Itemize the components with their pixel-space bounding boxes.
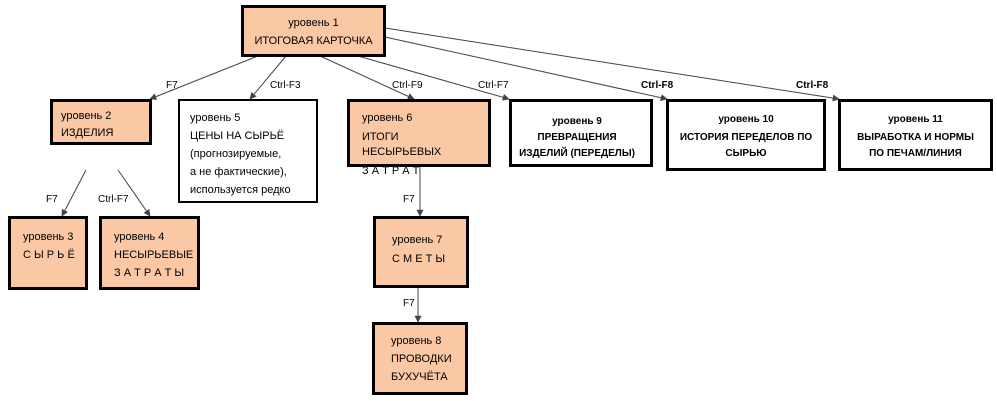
node-level-5[interactable]: уровень 5 ЦЕНЫ НА СЫРЬЁ (прогнозируемые,… xyxy=(178,99,318,203)
node-level-1[interactable]: уровень 1 ИТОГОВАЯ КАРТОЧКА xyxy=(241,5,386,57)
node-level-11-title-1: ВЫРАБОТКА И НОРМЫ xyxy=(857,132,974,143)
node-level-9-title-2: ИЗДЕЛИЙ (ПЕРЕДЕЛЫ) xyxy=(519,148,635,159)
node-level-1-label: уровень 1 xyxy=(288,17,339,29)
node-level-4[interactable]: уровень 4 НЕСЫРЬЕВЫЕ З А Т Р А Т Ы xyxy=(99,216,200,290)
node-level-10-title-2: СЫРЬЮ xyxy=(725,148,767,159)
node-level-6-label: уровень 6 xyxy=(362,112,413,124)
node-level-10[interactable]: уровень 10 ИСТОРИЯ ПЕРЕДЕЛОВ ПО СЫРЬЮ xyxy=(666,99,826,171)
key-label-level-6: Ctrl-F9 xyxy=(392,80,423,91)
node-level-4-label: уровень 4 xyxy=(114,231,165,243)
node-level-6-title-2: З А Т Р А Т xyxy=(362,165,420,177)
key-label-level-5: Ctrl-F3 xyxy=(270,80,301,91)
key-label-level-7: F7 xyxy=(403,194,415,205)
node-level-1-title: ИТОГОВАЯ КАРТОЧКА xyxy=(254,35,373,47)
node-level-6-title-1: ИТОГИ НЕСЫРЬЕВЫХ xyxy=(362,131,442,158)
node-level-7[interactable]: уровень 7 С М Е Т Ы xyxy=(373,216,469,288)
edge-1-6 xyxy=(319,55,415,100)
key-label-level-8: F7 xyxy=(403,298,415,309)
node-level-6[interactable]: уровень 6 ИТОГИ НЕСЫРЬЕВЫХ З А Т Р А Т xyxy=(347,99,491,177)
node-level-11-title-2: ПО ПЕЧАМ/ЛИНИЯ xyxy=(869,148,962,159)
edge-1-11 xyxy=(384,27,840,102)
node-level-11-label: уровень 11 xyxy=(888,114,943,125)
edge-2-4 xyxy=(117,169,151,217)
node-level-10-label: уровень 10 xyxy=(718,114,774,125)
node-level-9-label: уровень 9 xyxy=(552,116,602,127)
node-level-10-title-1: ИСТОРИЯ ПЕРЕДЕЛОВ ПО xyxy=(679,132,813,143)
edge-1-9 xyxy=(357,55,510,101)
node-level-8-label: уровень 8 xyxy=(391,335,442,347)
key-label-level-3: F7 xyxy=(46,194,58,205)
node-level-11[interactable]: уровень 11 ВЫРАБОТКА И НОРМЫ ПО ПЕЧАМ/ЛИ… xyxy=(838,99,993,171)
node-level-5-note-1: (прогнозируемые, xyxy=(190,148,282,160)
node-level-4-title-2: З А Т Р А Т Ы xyxy=(114,267,185,279)
key-label-level-10: Ctrl-F8 xyxy=(641,80,674,91)
edge-1-2 xyxy=(149,55,259,100)
node-level-5-title: ЦЕНЫ НА СЫРЬЁ xyxy=(190,130,285,142)
node-level-2-label: уровень 2 xyxy=(61,110,112,122)
node-level-3-title: С Ы Р Ь Ё xyxy=(23,249,75,261)
node-level-2[interactable]: уровень 2 ИЗДЕЛИЯ xyxy=(50,99,152,145)
node-level-5-note-2: а не фактические), xyxy=(190,166,287,178)
node-level-5-note-3: используется редко xyxy=(190,184,291,196)
node-level-9[interactable]: уровень 9 ПРЕВРАЩЕНИЯ ИЗДЕЛИЙ (ПЕРЕДЕЛЫ) xyxy=(509,99,653,167)
edge-1-10 xyxy=(384,36,668,102)
node-level-2-title: ИЗДЕЛИЯ xyxy=(61,127,114,139)
node-level-5-label: уровень 5 xyxy=(190,112,241,124)
key-label-level-9: Ctrl-F7 xyxy=(478,80,509,91)
node-level-7-label: уровень 7 xyxy=(392,234,443,246)
node-level-8[interactable]: уровень 8 ПРОВОДКИ БУХУЧЁТА xyxy=(372,322,468,395)
key-label-level-4: Ctrl-F7 xyxy=(98,194,129,205)
key-label-level-2: F7 xyxy=(166,80,178,91)
edge-2-3 xyxy=(61,169,87,217)
node-level-7-title: С М Е Т Ы xyxy=(392,253,446,265)
node-level-9-title-1: ПРЕВРАЩЕНИЯ xyxy=(537,132,617,143)
node-level-3-label: уровень 3 xyxy=(23,231,74,243)
node-level-3[interactable]: уровень 3 С Ы Р Ь Ё xyxy=(8,216,88,290)
node-level-4-title-1: НЕСЫРЬЕВЫЕ xyxy=(114,249,194,261)
node-level-8-title-2: БУХУЧЁТА xyxy=(391,371,448,383)
key-label-level-11: Ctrl-F8 xyxy=(796,80,829,91)
edge-1-5 xyxy=(249,55,287,100)
node-level-8-title-1: ПРОВОДКИ xyxy=(391,353,452,365)
